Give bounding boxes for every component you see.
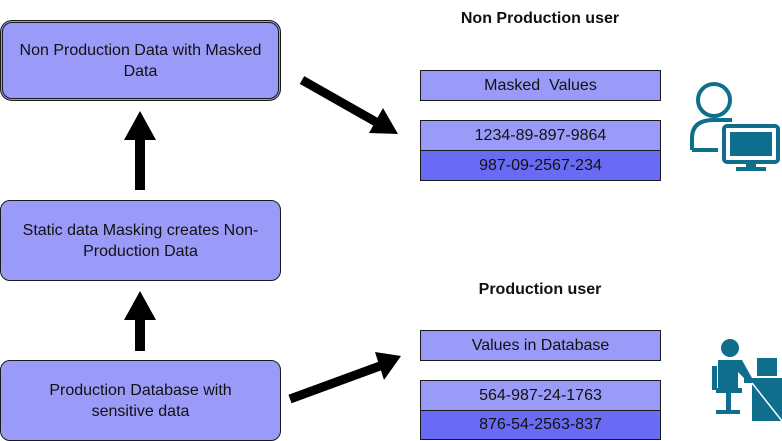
masked-value-row: 1234-89-897-9864	[420, 120, 661, 151]
up-arrow-bottom	[124, 291, 156, 351]
production-user-icon	[712, 339, 782, 422]
masked-value-row: 987-09-2567-234	[420, 150, 661, 181]
static-masking-box-label: Static data Masking creates Non-Producti…	[22, 221, 259, 260]
production-user-title: Production user	[478, 281, 602, 298]
static-masking-box: Static data Masking creates Non-Producti…	[0, 200, 281, 281]
arrow-to-non-production	[299, 76, 398, 134]
production-database-box: Production Database with sensitive data	[0, 360, 281, 441]
arrow-to-production	[288, 352, 401, 404]
database-value-row: 564-987-24-1763	[420, 380, 661, 411]
up-arrow-top	[124, 111, 156, 190]
database-value-row: 876-54-2563-837	[420, 410, 661, 440]
non-production-user-icon	[690, 82, 780, 171]
non-production-user-title: Non Production user	[460, 10, 620, 27]
production-database-box-label: Production Database with sensitive data	[49, 381, 232, 420]
masked-values-header: Masked Values	[420, 70, 661, 101]
database-values-header: Values in Database	[420, 330, 661, 361]
masked-data-box-label: Non Production Data with Masked Data	[19, 41, 262, 80]
masked-data-box: Non Production Data with Masked Data	[0, 20, 281, 101]
